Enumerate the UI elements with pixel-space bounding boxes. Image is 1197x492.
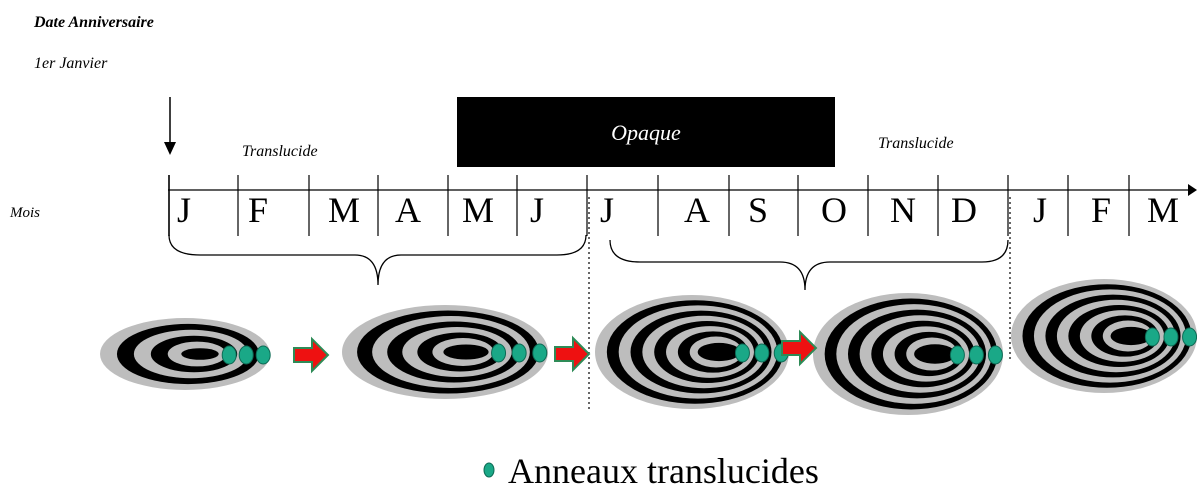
month-label: D (951, 190, 977, 230)
translucent-ring-marker (754, 343, 770, 363)
legend-label: Anneaux translucides (508, 451, 819, 491)
month-label: M (462, 190, 494, 230)
otolith-core (914, 344, 956, 364)
otolith-stages (100, 279, 1197, 415)
otolith-stage (1011, 279, 1197, 393)
translucent-ring-marker (949, 345, 965, 365)
translucent-label-left: Translucide (242, 143, 318, 160)
time-axis-arrowhead (1188, 184, 1197, 196)
month-label: A (684, 190, 710, 230)
translucent-ring-marker (734, 343, 750, 363)
otolith-core (443, 344, 489, 360)
opaque-season-brace (609, 239, 1009, 291)
translucent-ring-marker (968, 345, 984, 365)
otolith-core (697, 342, 741, 362)
month-label: J (1033, 190, 1047, 230)
month-label: M (1147, 190, 1179, 230)
translucent-ring-marker (532, 343, 548, 363)
month-label: F (1091, 190, 1111, 230)
translucent-ring-marker (255, 345, 271, 365)
stage-transition-arrow (293, 336, 330, 374)
translucent-ring-marker (1182, 327, 1197, 347)
month-label: J (177, 190, 191, 230)
stage-transition-arrow (781, 329, 818, 367)
anniversary-arrowhead (164, 142, 176, 155)
translucent-season-brace (168, 234, 587, 286)
translucent-ring-marker (1144, 327, 1160, 347)
legend-marker (483, 462, 495, 478)
month-label: N (890, 190, 916, 230)
month-label: A (395, 190, 421, 230)
month-label: M (328, 190, 360, 230)
translucent-label-right: Translucide (878, 135, 954, 152)
month-label: S (748, 190, 768, 230)
translucent-ring-marker (221, 345, 237, 365)
otolith-core (181, 348, 219, 360)
month-label: J (600, 190, 614, 230)
otolith-stage (595, 295, 789, 409)
months-axis-label: Mois (10, 205, 40, 221)
stage-arrows (293, 329, 818, 374)
month-label: F (248, 190, 268, 230)
opaque-period-box (457, 97, 835, 167)
month-label: O (821, 190, 847, 230)
translucent-ring-marker (511, 343, 527, 363)
otolith-core (1110, 326, 1152, 346)
otolith-stage (100, 318, 271, 390)
translucent-ring-marker (1163, 327, 1179, 347)
opaque-label: Opaque (611, 120, 681, 145)
diagram-title: Date Anniversaire (34, 14, 154, 31)
translucent-ring-marker (491, 343, 507, 363)
month-label: J (530, 190, 544, 230)
otolith-stage (813, 293, 1003, 415)
month-ticks (168, 175, 1130, 236)
translucent-ring-marker (238, 345, 254, 365)
stage-transition-arrow (554, 335, 591, 373)
otolith-stage (342, 305, 548, 399)
anniversary-date: 1er Janvier (34, 55, 108, 72)
translucent-ring-marker (987, 345, 1003, 365)
